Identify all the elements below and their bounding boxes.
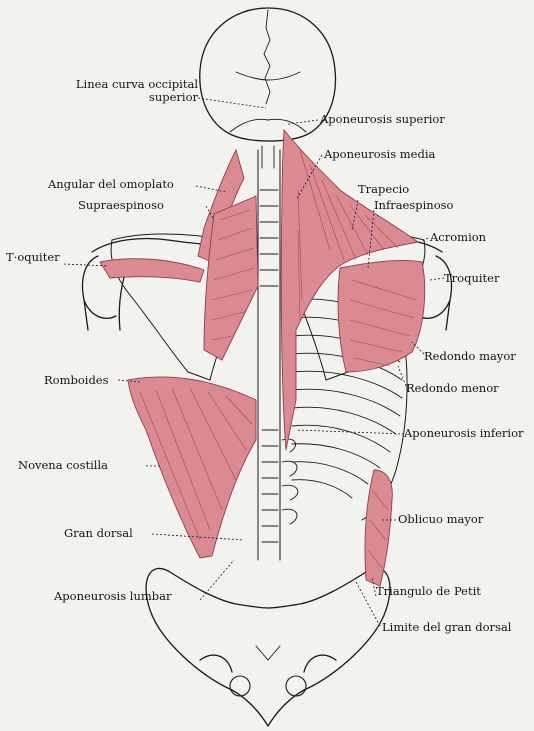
- oblicuo-mayor-right: [365, 470, 392, 586]
- label-trapecio: Trapecio: [358, 183, 409, 196]
- gran-dorsal-left: [128, 377, 256, 558]
- pelvis: [146, 568, 390, 726]
- label-novena-costilla: Novena costilla: [18, 459, 108, 472]
- label-troquiter-right: Troquiter: [444, 272, 499, 285]
- label-linea-curva: Linea curva occipital superior: [10, 78, 198, 104]
- skull-base: [230, 119, 306, 132]
- label-triangulo-petit: Triangulo de Petit: [376, 585, 481, 598]
- infraespinoso-right: [338, 260, 425, 372]
- label-redondo-menor: Redondo menor: [406, 382, 499, 395]
- label-aponeurosis-inferior: Aponeurosis inferior: [404, 427, 524, 440]
- label-romboides: Romboides: [44, 374, 109, 387]
- skull: [200, 8, 336, 141]
- label-oblicuo-mayor: Oblicuo mayor: [398, 513, 483, 526]
- label-redondo-mayor: Redondo mayor: [424, 350, 516, 363]
- label-aponeurosis-media: Aponeurosis media: [324, 148, 435, 161]
- label-gran-dorsal: Gran dorsal: [64, 527, 133, 540]
- label-acromion: Acromion: [430, 231, 486, 244]
- label-aponeurosis-lumbar: Aponeurosis lumbar: [54, 590, 171, 603]
- label-supraespinoso: Supraespinoso: [78, 199, 164, 212]
- label-infraespinoso: Infraespinoso: [374, 199, 453, 212]
- label-angular-omoplato: Angular del omoplato: [48, 178, 174, 191]
- label-linea-curva-line2: superior: [10, 91, 198, 104]
- label-aponeurosis-superior: Aponeurosis superior: [320, 113, 445, 126]
- label-troquiter-left: T·oquiter: [6, 251, 60, 264]
- supraespinoso-left: [100, 259, 204, 282]
- label-limite-gran-dorsal: Limite del gran dorsal: [382, 621, 511, 634]
- skull-suture: [236, 10, 300, 104]
